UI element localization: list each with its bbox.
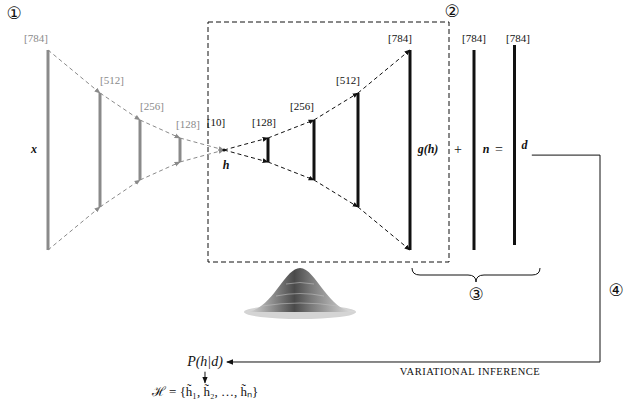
callout-number: ① xyxy=(6,3,21,23)
layer-size: [784] xyxy=(24,32,48,44)
callout-number: ③ xyxy=(468,284,483,304)
operator-symbol: + xyxy=(454,142,462,157)
callout-number: ④ xyxy=(608,280,623,300)
variable-name: x xyxy=(31,143,37,156)
layer-size: [256] xyxy=(290,100,314,112)
decoder-links xyxy=(224,50,410,250)
variable-name: g(h) xyxy=(418,143,439,156)
latent-point xyxy=(222,148,225,151)
layer-bar xyxy=(513,45,516,245)
math-text: P(h|d) xyxy=(185,353,225,370)
sample-set-node: ℋ = {h̃₁, h̃₂, …, h̃ₙ} xyxy=(150,384,260,400)
layer-size: [784] xyxy=(462,32,486,44)
decoder-layers xyxy=(268,50,474,250)
layer-size: [256] xyxy=(140,100,164,112)
layer-size: [512] xyxy=(336,74,360,86)
variable-name: h xyxy=(223,159,230,172)
layer-row: d xyxy=(504,45,532,245)
variable-name: n xyxy=(483,143,490,156)
layer-size: [512] xyxy=(100,74,124,86)
generator-box xyxy=(208,22,449,262)
callout-number: ② xyxy=(444,1,459,21)
gaussian-prior xyxy=(244,268,356,319)
layer-size: [128] xyxy=(252,116,276,128)
layer-size: [784] xyxy=(388,32,412,44)
math-text: ℋ = {h̃₁, h̃₂, …, h̃ₙ} xyxy=(150,384,260,400)
encoder-layers xyxy=(48,50,180,250)
edge-label: VARIATIONAL INFERENCE xyxy=(398,366,542,377)
layer-size: [784] xyxy=(504,31,532,45)
inference-arrow xyxy=(204,372,205,383)
encoder-links xyxy=(48,50,224,250)
inference-arrow xyxy=(227,155,600,362)
layer-size: [128] xyxy=(176,118,200,130)
variable-name: d xyxy=(520,138,530,153)
brace xyxy=(412,268,540,282)
operator-symbol: = xyxy=(495,142,503,157)
layer-size: [10] xyxy=(207,116,225,128)
posterior-node: P(h|d) xyxy=(185,353,225,370)
layer-node: [784] d xyxy=(504,31,532,245)
